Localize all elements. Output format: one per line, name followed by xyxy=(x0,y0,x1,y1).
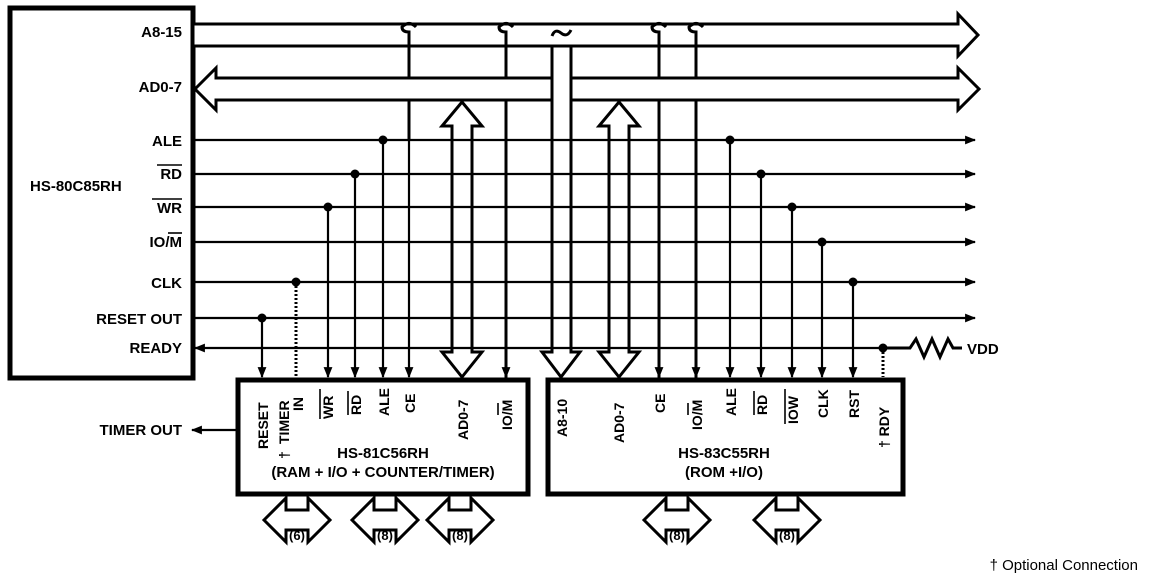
rom-chip-name: HS-83C55RH xyxy=(678,445,770,462)
a8-15-hop-ce-rom xyxy=(650,22,668,380)
dot xyxy=(350,169,360,179)
ram-ports: (6) (8) (8) xyxy=(261,494,496,546)
a8-15-bus xyxy=(191,10,981,380)
port-arrow xyxy=(751,494,823,546)
rom-ports: (8) (8) xyxy=(641,494,823,546)
cpu-box xyxy=(7,5,196,381)
port-arrow xyxy=(641,494,713,546)
rom-pin-ale: ALE xyxy=(723,388,739,416)
ram-chip-description: (RAM + I/O + COUNTER/TIMER) xyxy=(271,464,494,481)
ad0-7-branch-rom xyxy=(595,99,643,380)
ram-pin-wr: WR xyxy=(320,396,336,419)
port-label: (8) xyxy=(669,528,685,543)
a8-15-bus-arrow xyxy=(191,10,981,60)
dot xyxy=(817,237,827,247)
cpu-pin-rd: RD xyxy=(160,166,182,183)
port-arrow xyxy=(349,494,421,546)
rom-taps xyxy=(654,140,885,379)
dot xyxy=(257,313,267,323)
dot xyxy=(756,169,766,179)
rom-pin-ad0-7: AD0-7 xyxy=(611,402,627,443)
rom-chip: A8-10 AD0-7 CE IO/M ALE RD IOW CLK RST †… xyxy=(545,377,906,497)
ram-pin-timer: TIMER xyxy=(276,400,292,444)
a8-10-branch xyxy=(538,44,584,380)
cpu-pin-wr: WR xyxy=(157,200,182,217)
dot xyxy=(848,277,858,287)
rom-pin-ce: CE xyxy=(652,394,668,413)
cpu-pin-ale: ALE xyxy=(152,133,182,150)
cpu-pin-reset-out: RESET OUT xyxy=(96,311,182,328)
cpu-block: HS-80C85RH A8-15 AD0-7 ALE RD WR IO/M CL… xyxy=(7,5,196,381)
cpu-pin-clk: CLK xyxy=(151,275,182,292)
ram-pin-io-m: IO/M xyxy=(499,400,515,430)
ram-chip-name: HS-81C56RH xyxy=(337,445,429,462)
rom-pin-io-m: IO/M xyxy=(689,400,705,430)
dot xyxy=(725,135,735,145)
rom-pin-a8-10: A8-10 xyxy=(554,399,570,437)
cpu-pin-a8-15: A8-15 xyxy=(141,24,182,41)
a8-15-tap-a8-10 xyxy=(550,29,573,37)
a8-15-hop-iom-ram xyxy=(497,22,515,380)
ad0-7-branch-ram xyxy=(438,99,486,380)
ram-taps xyxy=(257,140,511,379)
rom-pin-rd: RD xyxy=(754,395,770,415)
port-label: (8) xyxy=(779,528,795,543)
cpu-name: HS-80C85RH xyxy=(30,178,122,195)
dot xyxy=(787,202,797,212)
port-label: (6) xyxy=(289,528,305,543)
dot xyxy=(378,135,388,145)
port-arrow xyxy=(424,494,496,546)
ram-pin-ce: CE xyxy=(402,394,418,413)
cpu-pin-io-m: IO/M xyxy=(149,234,182,251)
timer-out-label: TIMER OUT xyxy=(100,422,183,439)
port-label: (8) xyxy=(377,528,393,543)
vdd-pullup: VDD xyxy=(883,335,999,361)
a8-15-hop-ce-ram xyxy=(400,22,418,140)
cpu-pin-ad0-7: AD0-7 xyxy=(139,79,182,96)
ram-pin-rd: RD xyxy=(348,395,364,415)
port-arrow xyxy=(261,494,333,546)
ram-pin-timer-dagger: † xyxy=(276,451,292,459)
ram-pin-ad0-7: AD0-7 xyxy=(455,399,471,440)
rom-chip-description: (ROM +I/O) xyxy=(685,464,763,481)
a8-15-hop-iom-rom xyxy=(687,22,705,380)
junction-dots xyxy=(257,135,888,353)
ram-pin-ale: ALE xyxy=(376,388,392,416)
rom-pin-iow: IOW xyxy=(785,395,801,424)
footnote: † Optional Connection xyxy=(990,557,1138,574)
port-label: (8) xyxy=(452,528,468,543)
ram-chip-box xyxy=(235,377,531,497)
rom-pin-rst: RST xyxy=(846,390,862,418)
control-lines xyxy=(193,135,977,353)
dot xyxy=(291,277,301,287)
cpu-pin-ready: READY xyxy=(129,340,182,357)
ram-pin-in: IN xyxy=(290,397,306,411)
ram-pin-reset: RESET xyxy=(255,402,271,449)
rom-pin-clk: CLK xyxy=(815,389,831,418)
vdd-label: VDD xyxy=(967,341,999,358)
dot xyxy=(323,202,333,212)
ad0-7-bus xyxy=(192,64,982,114)
rom-pin-rdy: † RDY xyxy=(876,406,892,448)
ram-chip: RESET † TIMER IN WR RD ALE CE AD0-7 IO/M… xyxy=(235,377,531,497)
resistor-icon xyxy=(883,335,962,361)
ad0-7-bus-arrow xyxy=(192,64,982,114)
rom-chip-box xyxy=(545,377,906,497)
